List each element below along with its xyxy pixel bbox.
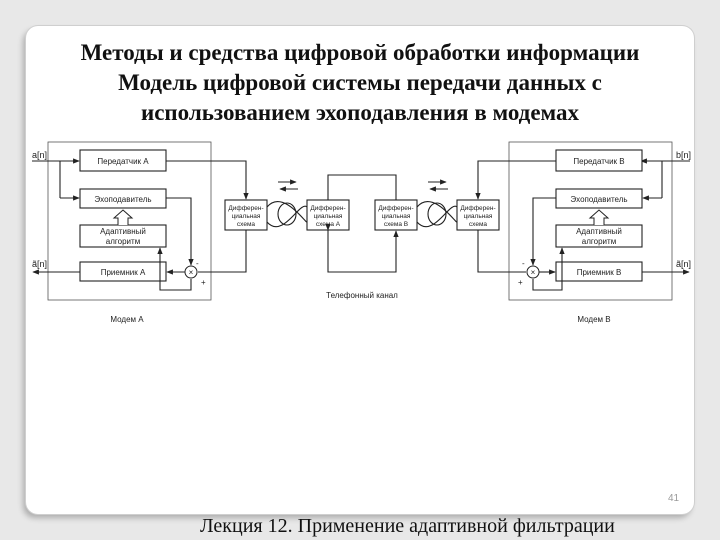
echo-canceller-b-label: Эхоподавитель — [570, 195, 627, 204]
hybrid-4-line-2: циальная — [464, 213, 493, 220]
hybrid-3-line-2: циальная — [382, 213, 411, 220]
summer-b-symbol: × — [531, 268, 536, 277]
hybrid-1-line-2: циальная — [232, 213, 261, 220]
modem-b-label: Модем В — [577, 315, 610, 324]
hybrid-3-box — [374, 199, 418, 231]
channel-label: Телефонный канал — [326, 291, 398, 300]
output-b-label: ã[n] — [676, 259, 691, 269]
slide-title: Методы и средства цифровой обработки инф… — [0, 38, 720, 128]
channel-bottom-link — [327, 248, 397, 273]
adaptation-arrow-b — [588, 209, 610, 225]
modem-b-frame — [508, 141, 673, 301]
echo-b-to-summer — [530, 197, 556, 266]
footer-text: Лекция 12. Применение адаптивной фильтра… — [200, 515, 615, 537]
hybrid-1-line-1: Дифферен- — [228, 205, 263, 212]
input-b-label: b[n] — [676, 150, 691, 160]
modem-a-frame — [47, 141, 212, 301]
loop-right-ring — [427, 202, 447, 226]
title-line-1: Методы и средства цифровой обработки инф… — [80, 40, 640, 65]
transmitter-b-label: Передатчик В — [573, 157, 624, 166]
hybrid-2-line-3: схема А — [316, 221, 341, 228]
hybrid-2-line-2: циальная — [314, 213, 343, 220]
echo-canceller-a-label: Эхоподавитель — [94, 195, 151, 204]
adaptation-arrow-a — [112, 209, 134, 225]
loop-left-ring — [277, 202, 297, 226]
hybrid-2-line-1: Дифферен- — [310, 205, 345, 212]
adaptive-b-label-2: алгоритм — [582, 237, 616, 246]
adaptive-a-label-1: Адаптивный — [100, 227, 146, 236]
hybrid-4-box — [456, 199, 500, 231]
title-line-2: Модель цифровой системы передачи данных … — [118, 70, 602, 95]
summer-b-minus: - — [522, 259, 525, 268]
hybrid-4-line-1: Дифферен- — [460, 205, 495, 212]
hybrid-3-line-1: Дифферен- — [378, 205, 413, 212]
transmitter-a-label: Передатчик А — [97, 157, 149, 166]
summer-a-symbol: × — [189, 268, 194, 277]
modem-a-label: Модем А — [110, 315, 144, 324]
channel-top-link — [327, 174, 397, 200]
hybrid-to-summer-b — [477, 230, 526, 273]
hybrid-1-box — [224, 199, 268, 231]
error-feedback-b — [532, 247, 565, 291]
title-line-3: использованием эхоподавления в модемах — [140, 100, 580, 125]
loop-left — [266, 201, 308, 228]
hybrid-4-line-3: схема — [469, 221, 488, 228]
loop-right — [416, 201, 458, 228]
summer-a-minus: - — [196, 259, 199, 268]
hybrid-to-summer-a — [198, 230, 247, 273]
adaptive-a-label-2: алгоритм — [106, 237, 140, 246]
hybrid-1-line-3: схема — [237, 221, 256, 228]
adaptive-b-label-1: Адаптивный — [576, 227, 622, 236]
output-a-label: ã[n] — [32, 259, 47, 269]
error-feedback-a — [157, 247, 192, 291]
page-number: 41 — [668, 493, 680, 504]
summer-a-plus: + — [201, 278, 206, 287]
tx-a-to-hybrid — [166, 160, 249, 200]
hybrid-3-line-3: схема В — [384, 221, 408, 228]
tx-b-to-hybrid — [475, 160, 556, 200]
receiver-b-label: Приемник В — [577, 268, 622, 277]
receiver-a-label: Приемник А — [101, 268, 146, 277]
input-a-label: a[n] — [32, 150, 47, 160]
summer-b-plus: + — [518, 278, 523, 287]
echo-a-to-summer — [166, 197, 194, 266]
